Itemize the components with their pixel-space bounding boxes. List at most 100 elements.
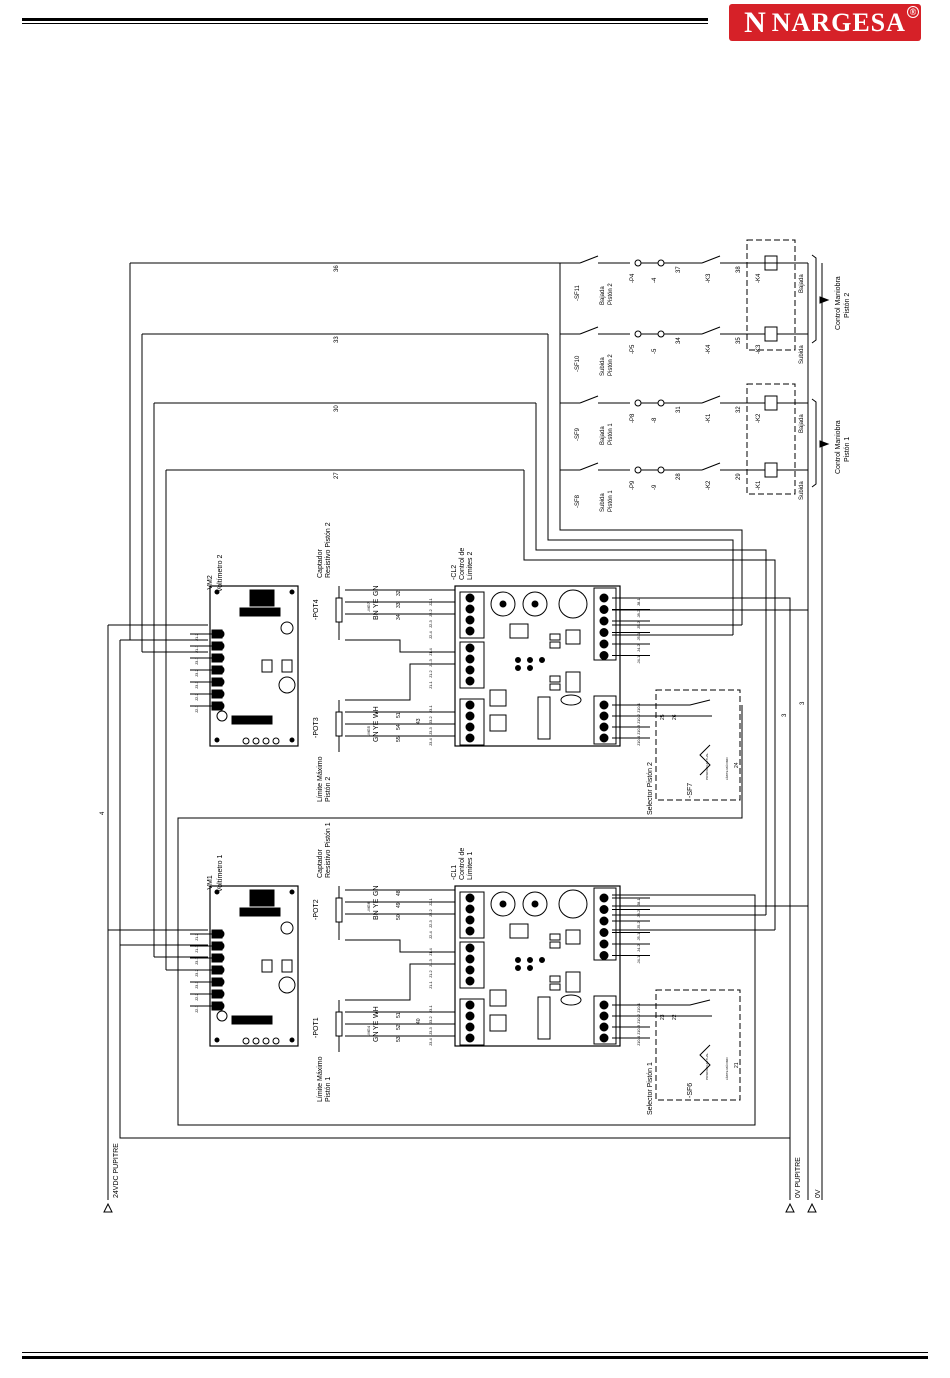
registered-mark: ®	[907, 6, 919, 18]
cl-pin: J3-4	[428, 737, 433, 746]
cl-pin: J3-1	[428, 704, 433, 713]
limite-line2: Pistón 2	[325, 777, 332, 802]
control2-line2: Pistón 2	[844, 293, 851, 318]
rail-0v-label: 0V	[815, 1189, 822, 1198]
vm-pin: J3-2	[194, 668, 199, 677]
out-pin: J8-1	[636, 897, 641, 906]
out-pin: J5-1	[636, 632, 641, 641]
vm-tag: -VM2	[207, 575, 214, 592]
switch-desc2: Pistón 1	[608, 490, 614, 512]
wire-num: 34	[676, 337, 682, 344]
wire-color: GN	[373, 1032, 380, 1043]
out-pin: J4-2	[636, 643, 641, 652]
wire-label-3a: 3	[782, 713, 788, 717]
limite-line1: Límite Máximo	[317, 756, 324, 802]
vm-pin: J3-3	[194, 680, 199, 689]
wire-color: GN	[373, 586, 380, 597]
contact-label: -K3	[706, 273, 712, 283]
cl-desc2: Límites 1	[467, 851, 474, 880]
vm-pin: J2-1	[194, 704, 199, 713]
mg-tag: -MG5	[366, 725, 371, 736]
control1-line1: Control Maniobra	[835, 420, 842, 474]
sel-pin: J10-3	[636, 724, 641, 735]
wire-color: YE	[373, 1020, 380, 1030]
captador-line2: Resistivo Pistón 2	[325, 522, 332, 578]
pilot-num: -9	[652, 484, 658, 490]
wire-num: 38	[736, 266, 742, 273]
wire-num: 48	[396, 890, 402, 896]
out-pin: J8-2	[636, 909, 641, 918]
switch-tag: -SF11	[575, 284, 581, 301]
wire-num: 34	[396, 614, 402, 620]
pilot-label: -P5	[630, 344, 636, 354]
rail-terminals: 24VDC PUPITRE 0V PUPITRE 0V	[103, 1143, 822, 1213]
position-selector	[650, 989, 741, 1101]
coil-desc: Bajada	[799, 414, 805, 433]
wire-label-33: 33	[334, 336, 340, 343]
cl-pin: J1-2	[428, 669, 433, 678]
cl-desc1: Control de	[459, 548, 466, 580]
wire-color: GN	[373, 886, 380, 897]
limite-line2: Pistón 1	[325, 1077, 332, 1102]
contact-label: -K1	[706, 413, 712, 423]
wire-num: 35	[736, 337, 742, 344]
vm-desc: Voltímetro 1	[217, 855, 224, 892]
wire-color: WH	[373, 706, 380, 718]
switch-tag: -SF10	[575, 355, 581, 372]
wire-num: 50	[396, 914, 402, 920]
vm-pin: J1-1	[194, 644, 199, 653]
sf-tag: -SF7	[687, 783, 694, 798]
sel-pin: J10-1	[636, 702, 641, 713]
switch-desc1: Subida	[600, 493, 606, 512]
captador-line1: Captador	[317, 549, 324, 578]
switch-desc1: Bajada	[600, 286, 606, 305]
cl-tag: -CL1	[451, 865, 458, 880]
limit-control-board	[454, 885, 621, 1047]
interconnect-wires: 4 3 3	[100, 263, 808, 1200]
cl-pin: J3-2	[428, 715, 433, 724]
wire-num: 54	[396, 724, 402, 730]
cl-pin: J1-2	[428, 969, 433, 978]
switch-desc2: Pistón 1	[608, 423, 614, 445]
pilot-label: -P4	[630, 273, 636, 283]
sel-pin: J10-1	[636, 1002, 641, 1013]
logo-initial: N	[744, 5, 766, 39]
logo-text: NARGESA	[771, 7, 906, 37]
vm-pin: J2-1	[194, 1004, 199, 1013]
cl-pin: J2-2	[428, 908, 433, 917]
wire-num: 55	[396, 736, 402, 742]
wire-color: BN	[373, 910, 380, 920]
wire-num: 40	[416, 1018, 422, 1024]
out-pin: J4-1	[636, 955, 641, 964]
wire-num: 31	[676, 406, 682, 413]
switch-desc1: Subida	[600, 357, 606, 376]
wire-color: YE	[373, 898, 380, 908]
limit-control-board	[454, 585, 621, 747]
wire-num: 29	[736, 473, 742, 480]
vm-tag: -VM1	[207, 875, 214, 892]
wire-color: BN	[373, 610, 380, 620]
sf-tag: -SF6	[687, 1083, 694, 1098]
captador-line2: Resistivo Pistón 1	[325, 822, 332, 878]
voltmeter-board	[209, 585, 299, 747]
wire-label-4: 4	[100, 811, 106, 815]
coil-label: -K2	[756, 413, 762, 423]
pilot-num: -8	[652, 417, 658, 423]
control1-line2: Pistón 1	[844, 437, 851, 462]
cl-desc1: Control de	[459, 848, 466, 880]
contact-label: -K2	[706, 480, 712, 490]
coil-label: -K1	[756, 480, 762, 490]
cl-pin: J2-3	[428, 619, 433, 628]
nargesa-logo: N NARGESA ®	[729, 4, 921, 41]
header-rule-top	[22, 18, 708, 21]
vm-pin: J2-2	[194, 992, 199, 1001]
selector-label: Selector Pistón 1	[647, 1062, 654, 1115]
cl-pin: J3-1	[428, 1004, 433, 1013]
wire-num: 53	[396, 1036, 402, 1042]
sel-pin: J10-2	[636, 1013, 641, 1024]
switch-desc2: Pistón 2	[608, 354, 614, 376]
cl-tag: -CL2	[451, 565, 458, 580]
